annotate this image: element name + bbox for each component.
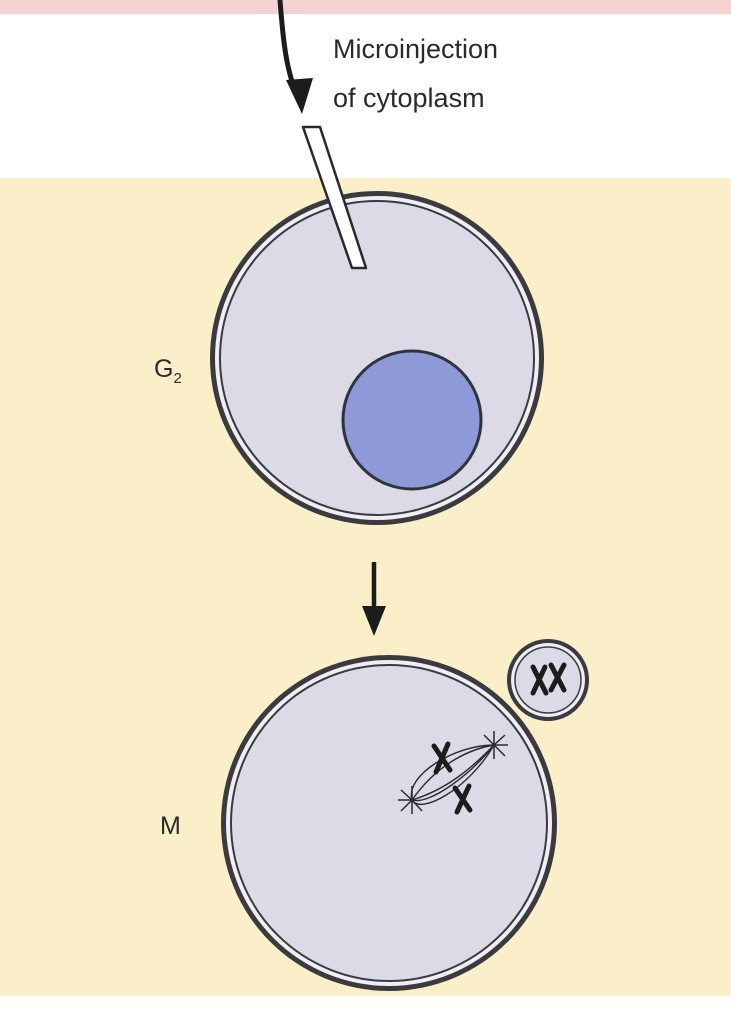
g2-nucleus	[343, 351, 481, 489]
m-cell	[221, 655, 557, 991]
small-cell	[507, 639, 589, 721]
top-edge-tint	[0, 0, 731, 14]
m-cell-cytoplasm	[231, 665, 547, 981]
stage-label-m: M	[160, 812, 181, 840]
injection-label-line2: of cytoplasm	[333, 83, 485, 113]
bottom-band	[0, 996, 731, 1020]
g2-cell	[210, 191, 544, 525]
small-cell-cytoplasm	[515, 647, 581, 713]
injection-label-line1: Microinjection	[333, 34, 498, 64]
